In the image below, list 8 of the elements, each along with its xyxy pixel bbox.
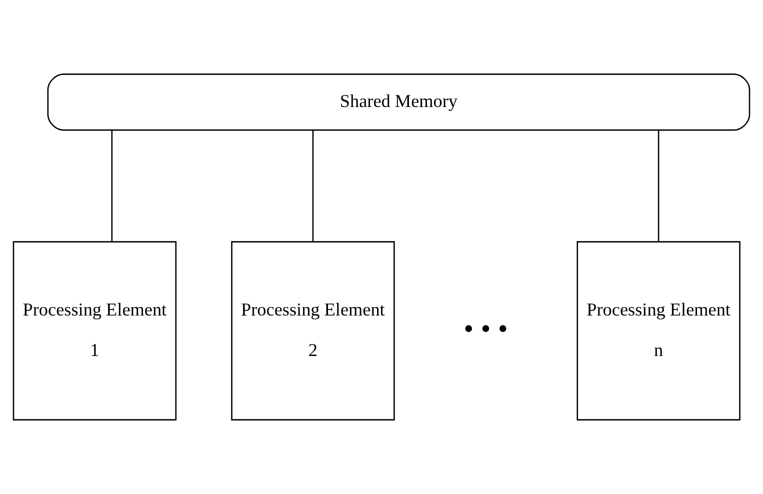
node-box: Shared Memory xyxy=(47,74,750,131)
connector xyxy=(111,130,113,242)
node-box: Processing Element 1 xyxy=(12,241,177,420)
connector xyxy=(658,130,660,242)
node-box: Processing Element n xyxy=(576,241,740,420)
node-box: Processing Element 2 xyxy=(231,241,395,420)
connector xyxy=(312,130,314,242)
label: • • • xyxy=(464,314,508,346)
